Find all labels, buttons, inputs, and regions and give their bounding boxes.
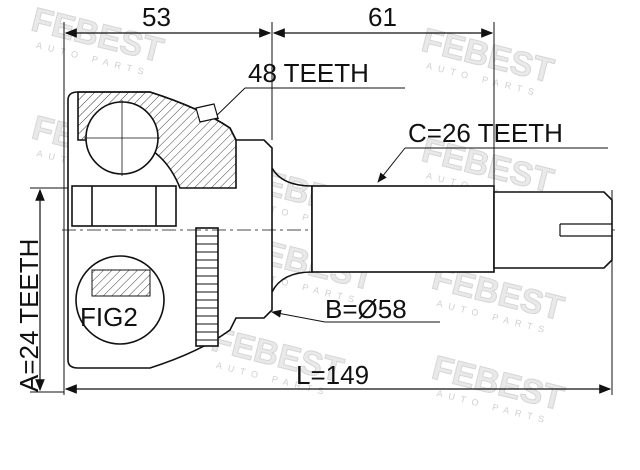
dim-inner-teeth: A=24 TEETH	[14, 239, 44, 392]
dim-shaft-teeth: C=26 TEETH	[408, 118, 563, 148]
dim-total-length: L=149	[296, 360, 369, 390]
dim-outer-teeth: 48 TEETH	[248, 58, 369, 88]
dim-left-length: 53	[142, 2, 171, 32]
dimension-lines	[35, 28, 612, 394]
dim-right-length: 61	[368, 2, 397, 32]
cv-joint-body	[62, 91, 615, 369]
figure-label: FIG2	[80, 302, 138, 332]
dim-diameter: B=Ø58	[325, 294, 407, 324]
dimension-labels: 53 61 48 TEETH C=26 TEETH B=Ø58 L=149 A=…	[14, 2, 563, 392]
